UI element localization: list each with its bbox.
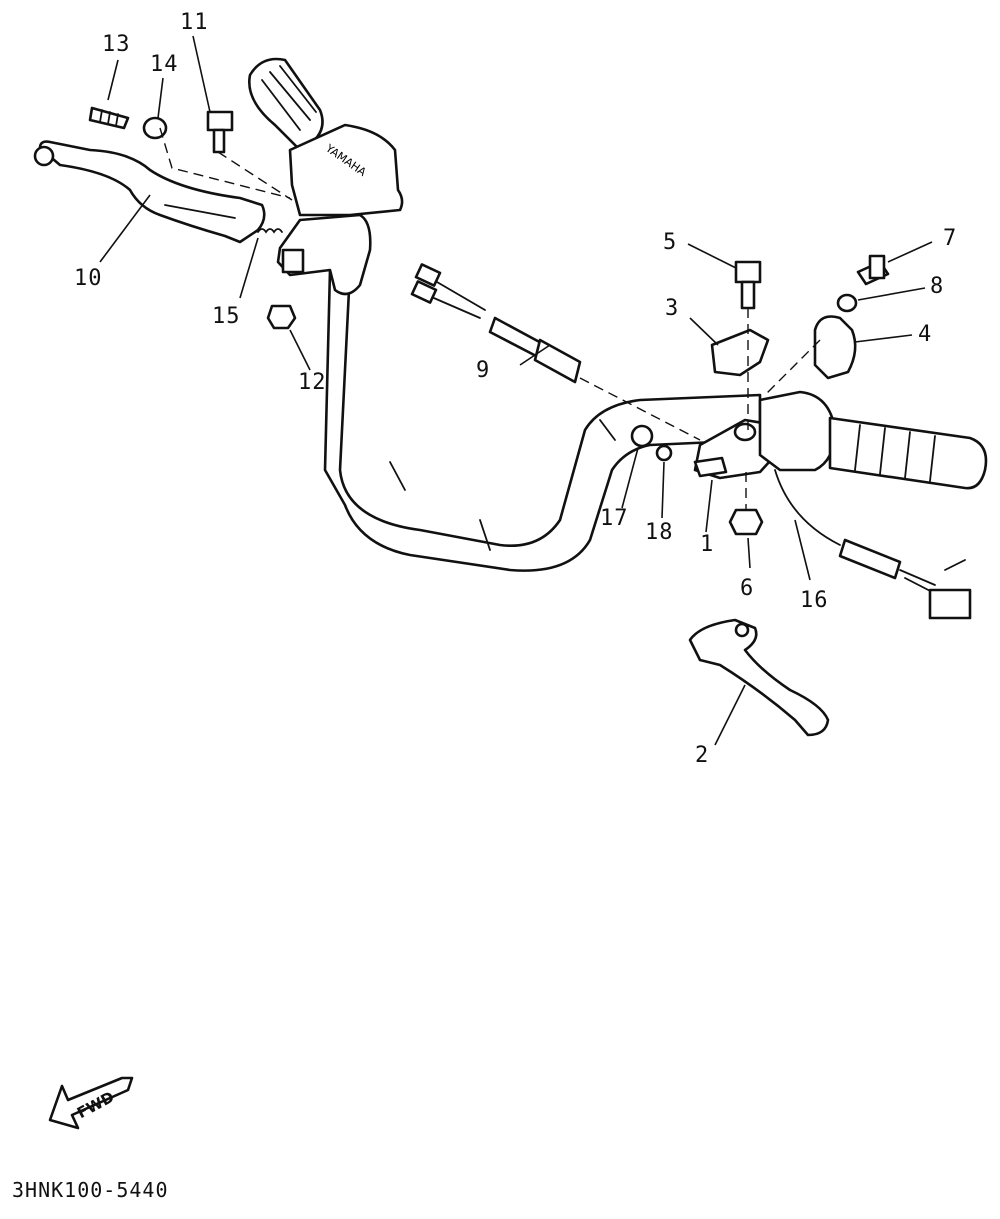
clamp-4 (813, 315, 857, 380)
brake-switch-3 (710, 328, 770, 377)
brake-switch-cable (410, 263, 582, 384)
left-lever-bracket (276, 213, 372, 296)
assembly-line (217, 151, 293, 201)
callout-2: 2 (695, 743, 710, 768)
callout-16: 16 (800, 588, 829, 613)
washer-18 (655, 444, 673, 462)
right-brake-lever (688, 618, 830, 737)
nut-6 (728, 508, 764, 536)
callout-6: 6 (740, 576, 755, 601)
right-grip (828, 416, 988, 490)
callout-8: 8 (930, 274, 945, 299)
spring-15 (257, 228, 283, 234)
throttle-switch-cable (774, 469, 972, 620)
nut-14 (142, 116, 168, 140)
leader-lines (99, 35, 933, 746)
left-switch-housing: YAMAHA (288, 123, 404, 217)
callout-10: 10 (74, 266, 103, 291)
callout-15: 15 (212, 304, 241, 329)
diagram-part-code: 3HNK100-5440 (12, 1178, 169, 1202)
handlebar (323, 268, 762, 572)
right-throttle-housing (758, 390, 837, 472)
nut-12 (266, 304, 297, 330)
callout-7: 7 (943, 226, 958, 251)
callout-11: 11 (180, 10, 209, 35)
callout-13: 13 (102, 32, 131, 57)
callout-4: 4 (918, 322, 933, 347)
bolt-11 (206, 110, 234, 154)
callout-14: 14 (150, 52, 179, 77)
bolt-13 (88, 106, 130, 130)
callout-5: 5 (663, 230, 678, 255)
washer-8 (836, 293, 858, 313)
callout-3: 3 (665, 296, 680, 321)
callout-17: 17 (600, 506, 629, 531)
fwd-arrow-icon (48, 1076, 134, 1130)
bolt-5 (734, 260, 762, 310)
assembly-line (764, 339, 821, 396)
assembly-line (579, 377, 701, 441)
bolt-7 (856, 254, 890, 286)
left-grip (247, 57, 324, 152)
left-clutch-lever (33, 140, 266, 244)
assembly-line (159, 127, 291, 199)
callout-12: 12 (298, 370, 327, 395)
callout-9: 9 (476, 358, 491, 383)
callout-18: 18 (645, 520, 674, 545)
nut-17 (630, 424, 654, 448)
callout-1: 1 (700, 532, 715, 557)
